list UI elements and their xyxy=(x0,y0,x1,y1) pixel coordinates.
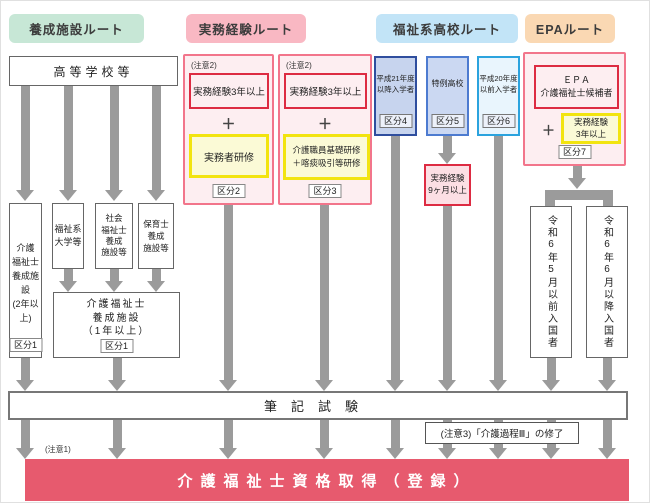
childcare-worker-facility-label: 保育士 養成 施設等 xyxy=(143,218,169,254)
flow-arrow xyxy=(602,358,612,380)
header-welfare-high-school-route: 福祉系高校ルート xyxy=(376,14,518,43)
flow-arrow xyxy=(442,206,452,380)
epa-panel: ＥＰＡ 介護福祉士候補者 ＋ 実務経験 3年以上 区分7 xyxy=(523,52,626,166)
kaigo-training-facility-2yr-box: 介護 福祉士 養成施設 (2年以上) 区分1 xyxy=(8,203,43,358)
note2-label: (注意2) xyxy=(191,61,217,70)
plus-sign: ＋ xyxy=(541,123,555,138)
note1-label: (注意1) xyxy=(45,445,71,454)
h20-before-entrants-box: 平成20年度 以前入学者 区分6 xyxy=(477,56,520,136)
entry-after-june-r6-box: 令和6年6月以降入国者 xyxy=(586,206,628,358)
entry-before-may-r6-box: 令和6年5月以前入国者 xyxy=(530,206,572,358)
flow-arrow xyxy=(223,205,233,380)
flow-arrow xyxy=(20,420,30,448)
social-welfare-worker-facility-box: 社会 福祉士 養成 施設等 xyxy=(95,203,133,269)
experience-9mo-label: 実務経験 9ヶ月以上 xyxy=(428,173,467,195)
flow-split-bar xyxy=(545,190,613,200)
flow-arrow xyxy=(442,136,452,153)
experience-3yr-box: 実務経験3年以上 xyxy=(284,73,367,109)
kiso-kenshu-label: 介護職員基礎研修 ＋喀痰吸引等研修 xyxy=(292,145,361,168)
kubun6-tag: 区分6 xyxy=(481,114,516,128)
tokurei-high-school-label: 特例高校 xyxy=(431,79,464,88)
qualification-obtained-bar: 介護福祉士資格取得（登録） xyxy=(25,459,629,501)
flow-arrow xyxy=(151,269,161,281)
kubun4-tag: 区分4 xyxy=(378,114,413,128)
jitsumusha-kenshu-label: 実務者研修 xyxy=(204,152,254,164)
kubun3-tag: 区分3 xyxy=(308,184,342,198)
flow-arrow xyxy=(20,358,30,380)
work-experience-panel-a: (注意2) 実務経験3年以上 ＋ 実務者研修 区分2 xyxy=(183,54,274,205)
note3-kaigo-katei-box: (注意3)「介護過程Ⅲ」の修了 xyxy=(425,422,579,444)
social-welfare-worker-facility-label: 社会 福祉士 養成 施設等 xyxy=(101,213,127,258)
flow-arrow xyxy=(109,86,119,190)
plus-sign: ＋ xyxy=(318,116,332,132)
note2-label: (注意2) xyxy=(286,61,312,70)
flow-arrow xyxy=(602,420,612,448)
flow-arrow xyxy=(319,420,329,448)
jitsumusha-kenshu-box: 実務者研修 xyxy=(189,134,269,178)
h20-before-entrants-label: 平成20年度 以前入学者 xyxy=(479,73,518,94)
flow-arrow xyxy=(63,86,73,190)
header-training-facility-route: 養成施設ルート xyxy=(9,14,144,43)
kubun1-tag: 区分1 xyxy=(99,339,134,353)
flow-arrow xyxy=(151,86,161,190)
experience-9mo-box: 実務経験 9ヶ月以上 xyxy=(424,164,471,206)
experience-3yr-label: 実務経験3年以上 xyxy=(193,87,265,98)
kubun7-tag: 区分7 xyxy=(557,145,592,159)
entry-after-june-r6-label: 令和6年6月以降入国者 xyxy=(601,215,613,349)
h21-after-entrants-box: 平成21年度 以降入学者 区分4 xyxy=(374,56,417,136)
kaigo-training-facility-1yr-box: 介護福祉士 養成施設 （1年以上） 区分1 xyxy=(53,292,180,358)
flow-arrow xyxy=(390,420,400,448)
entry-before-may-r6-label: 令和6年5月以前入国者 xyxy=(545,215,557,349)
flow-arrow xyxy=(319,205,329,380)
header-work-experience-route: 実務経験ルート xyxy=(186,14,306,43)
flow-arrow xyxy=(109,269,119,281)
flow-arrow xyxy=(20,86,30,190)
kubun5-tag: 区分5 xyxy=(430,114,465,128)
flow-split-stub xyxy=(603,200,613,207)
experience-3yr-box: 実務経験3年以上 xyxy=(189,73,269,109)
work-experience-panel-b: (注意2) 実務経験3年以上 ＋ 介護職員基礎研修 ＋喀痰吸引等研修 区分3 xyxy=(278,54,372,205)
epa-candidate-box: ＥＰＡ 介護福祉士候補者 xyxy=(534,65,619,109)
flow-arrow xyxy=(390,136,400,380)
experience-3yr-label: 実務経験3年以上 xyxy=(289,87,362,98)
plus-sign: ＋ xyxy=(221,116,236,132)
flow-arrow xyxy=(546,358,556,380)
kaigo-training-facility-1yr-label: 介護福祉士 養成施設 （1年以上） xyxy=(82,299,151,337)
kaigo-training-facility-2yr-label: 介護 福祉士 養成施設 (2年以上) xyxy=(11,243,39,323)
kubun2-tag: 区分2 xyxy=(211,184,246,198)
kiso-kenshu-box: 介護職員基礎研修 ＋喀痰吸引等研修 xyxy=(283,134,370,180)
flow-split-stub xyxy=(545,200,555,207)
header-epa-route: EPAルート xyxy=(525,14,615,43)
flow-arrow xyxy=(572,166,582,178)
epa-candidate-label: ＥＰＡ 介護福祉士候補者 xyxy=(540,74,613,99)
welfare-university-box: 福祉系 大学等 xyxy=(52,203,84,269)
h21-after-entrants-label: 平成21年度 以降入学者 xyxy=(376,73,415,94)
written-exam-bar: 筆記試験 xyxy=(8,391,628,420)
epa-experience-3yr-label: 実務経験 3年以上 xyxy=(573,116,608,139)
flow-arrow xyxy=(112,358,122,380)
high-school-box: 高等学校等 xyxy=(9,56,178,86)
tokurei-high-school-box: 特例高校 区分5 xyxy=(426,56,469,136)
flow-arrow xyxy=(63,269,73,281)
kubun1-tag: 区分1 xyxy=(8,338,43,352)
flow-arrow xyxy=(223,420,233,448)
flow-arrow xyxy=(112,420,122,448)
epa-experience-3yr-box: 実務経験 3年以上 xyxy=(561,113,621,144)
flow-arrow xyxy=(493,136,503,380)
welfare-university-label: 福祉系 大学等 xyxy=(54,223,82,248)
childcare-worker-facility-box: 保育士 養成 施設等 xyxy=(138,203,174,269)
